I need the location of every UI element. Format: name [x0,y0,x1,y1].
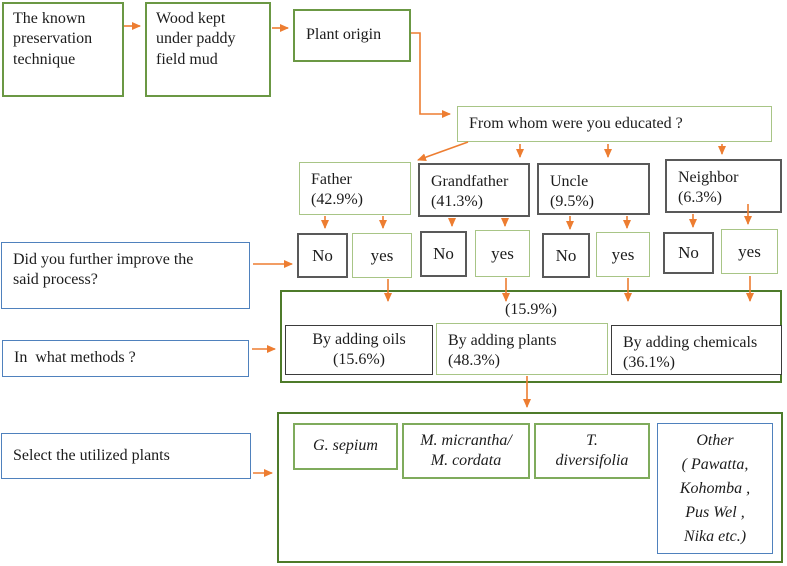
plant-t-diversifolia: T. diversifolia [534,423,650,479]
node-no-uncle: No [542,233,590,278]
node-known-technique: The known preservation technique [2,2,124,97]
method-oils: By adding oils (15.6%) [285,325,433,375]
node-no-grandfather: No [420,231,467,277]
question-select-plants: Select the utilized plants [1,433,251,479]
plant-m-micrantha: M. micrantha/ M. cordata [402,423,530,479]
node-educated-question: From whom were you educated ? [457,106,772,142]
question-improve-process: Did you further improve the said process… [1,242,250,309]
node-yes-grandfather: yes [475,230,530,277]
node-source-uncle: Uncle (9.5%) [537,163,650,215]
arrow-educated-to-father [417,141,469,162]
node-plant-origin: Plant origin [293,9,411,62]
node-source-father: Father (42.9%) [299,162,411,215]
plant-g-sepium: G. sepium [293,423,398,470]
node-wood-paddy: Wood kept under paddy field mud [145,2,271,97]
node-yes-uncle: yes [596,232,650,277]
method-chemicals: By adding chemicals (36.1%) [611,325,782,375]
plant-other: Other ( Pawatta, Kohomba , Pus Wel , Nik… [657,423,773,554]
question-methods: In what methods ? [2,340,249,377]
node-source-neighbor: Neighbor (6.3%) [665,159,782,213]
node-yes-neighbor: yes [721,229,778,274]
method-plants: By adding plants (48.3%) [436,323,608,375]
node-source-grandfather: Grandfather (41.3%) [418,163,530,217]
node-no-neighbor: No [663,232,714,274]
node-no-father: No [297,233,348,278]
arrow-origin-to-educated [411,32,451,118]
node-yes-father: yes [352,233,412,278]
methods-overall-pct: (15.9%) [505,301,557,318]
